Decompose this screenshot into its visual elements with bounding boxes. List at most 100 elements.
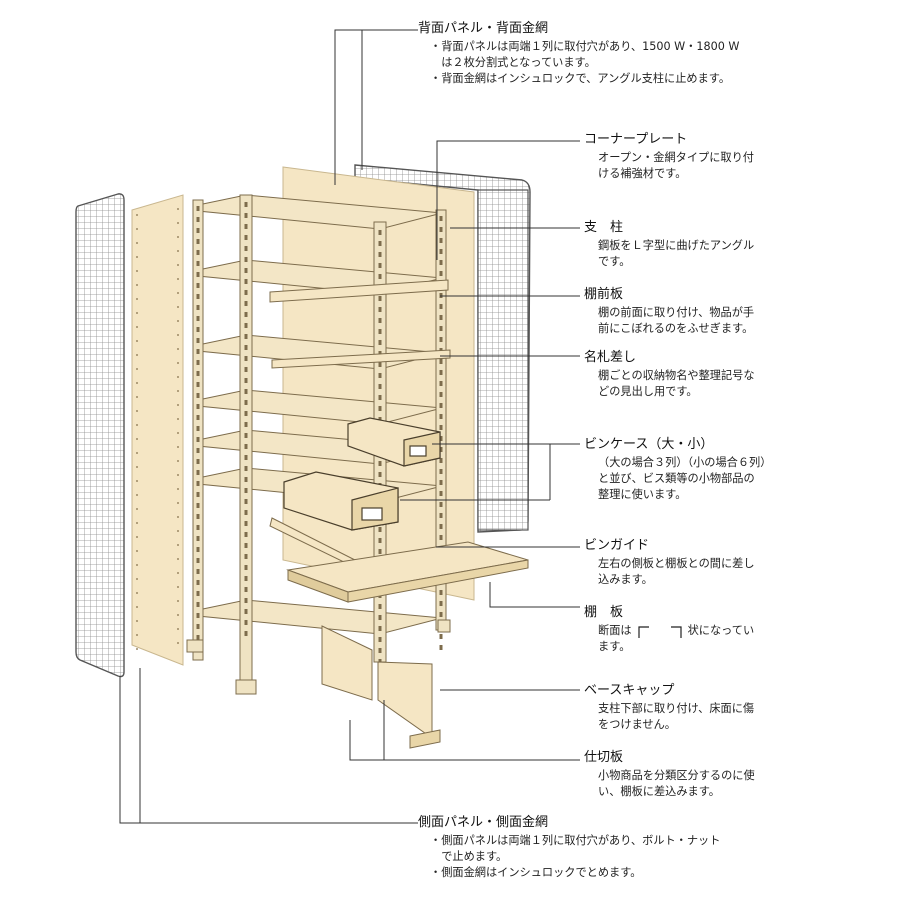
post-hole <box>439 436 443 441</box>
post-hole <box>196 360 200 365</box>
callout-title: 側面パネル・側面金網 <box>418 815 549 830</box>
post-hole <box>196 371 200 376</box>
post-hole <box>378 263 382 268</box>
post-hole <box>378 406 382 411</box>
panel-hole <box>177 614 179 616</box>
post-hole <box>378 527 382 532</box>
post-hole <box>244 268 248 273</box>
panel-hole <box>136 606 138 608</box>
panel-hole <box>177 278 179 280</box>
post-hole <box>244 279 248 284</box>
post-hole <box>244 367 248 372</box>
post-hole <box>196 393 200 398</box>
callout-desc: 支柱下部に取り付け、床面に傷 をつけません。 <box>584 701 754 733</box>
callout-title: 支 柱 <box>584 220 624 235</box>
post-hole <box>439 601 443 606</box>
post-hole <box>439 370 443 375</box>
post-hole <box>378 307 382 312</box>
desc-line: どの見出し用です。 <box>598 385 698 398</box>
panel-hole <box>177 530 179 532</box>
panel-hole <box>177 320 179 322</box>
post-hole <box>244 565 248 570</box>
panel-hole <box>136 382 138 384</box>
post-hole <box>244 499 248 504</box>
post-hole <box>439 447 443 452</box>
panel-hole <box>136 214 138 216</box>
panel-hole <box>136 270 138 272</box>
callout-shelf: 棚 板 断面は状になってい ます。 <box>584 604 754 655</box>
post-hole <box>196 305 200 310</box>
panel-hole <box>177 586 179 588</box>
post-hole <box>244 433 248 438</box>
callout-title: 名札差し <box>584 350 637 365</box>
bin-case-large <box>347 417 441 467</box>
divider-plates <box>321 625 441 749</box>
panel-hole <box>177 348 179 350</box>
post-hole <box>244 411 248 416</box>
post-hole <box>244 620 248 625</box>
post-hole <box>439 359 443 364</box>
post-hole <box>196 261 200 266</box>
panel-hole <box>177 516 179 518</box>
panel-hole <box>177 432 179 434</box>
post-hole <box>196 448 200 453</box>
post-hole <box>378 329 382 334</box>
panel-hole <box>136 564 138 566</box>
post-hole <box>196 250 200 255</box>
panel-hole <box>136 228 138 230</box>
post-hole <box>244 444 248 449</box>
callout-title: 背面パネル・背面金網 <box>418 21 549 36</box>
post-hole <box>439 612 443 617</box>
panel-hole <box>136 340 138 342</box>
desc-line: 整理に使います。 <box>598 488 687 501</box>
callout-title: 棚 板 <box>584 605 624 620</box>
post-hole <box>439 480 443 485</box>
post-hole <box>196 503 200 508</box>
post-hole <box>196 558 200 563</box>
post-hole <box>378 230 382 235</box>
post-hole <box>196 316 200 321</box>
panel-hole <box>136 368 138 370</box>
side-panel <box>131 194 184 666</box>
desc-line: ける補強材です。 <box>598 167 687 180</box>
callout-corner-plate: コーナープレート オープン・金網タイプに取り付 ける補強材です。 <box>584 131 754 182</box>
panel-hole <box>177 572 179 574</box>
post-hole <box>244 312 248 317</box>
side-wire-mesh <box>75 193 125 678</box>
post-hole <box>244 455 248 460</box>
bin-case-small <box>283 471 399 531</box>
post-hole <box>378 274 382 279</box>
post-hole <box>378 395 382 400</box>
post-hole <box>378 340 382 345</box>
panel-hole <box>177 222 179 224</box>
post-hole <box>244 301 248 306</box>
callout-back-panel: 背面パネル・背面金網 ・背面パネルは両端１列に取付穴があり、1500 W・180… <box>418 20 739 87</box>
panel-hole <box>136 312 138 314</box>
post-hole <box>439 502 443 507</box>
callout-side-panel: 側面パネル・側面金網 ・側面パネルは両端１列に取付穴があり、ボルト・ナット で止… <box>418 814 720 881</box>
callout-desc: 小物商品を分類区分するのに使 い、棚板に差込みます。 <box>584 768 755 800</box>
post-hole <box>378 318 382 323</box>
bullet-line: は２枚分割式となっています。 <box>430 56 596 69</box>
panel-hole <box>136 284 138 286</box>
post-hole <box>196 272 200 277</box>
post-hole <box>378 637 382 642</box>
panel-hole <box>136 592 138 594</box>
leader-line <box>334 29 418 185</box>
desc-line: 棚の前面に取り付け、物品が手 <box>598 306 755 319</box>
post-hole <box>378 472 382 477</box>
post-hole <box>439 491 443 496</box>
post-hole <box>378 615 382 620</box>
post-hole <box>378 648 382 653</box>
post-hole <box>244 246 248 251</box>
post-hole <box>439 513 443 518</box>
desc-line: 断面は状になってい <box>598 623 754 639</box>
post-hole <box>196 624 200 629</box>
desc-line: い、棚板に差込みます。 <box>598 785 720 798</box>
callout-label-holder: 名札差し 棚ごとの収納物名や整理記号な どの見出し用です。 <box>584 349 755 400</box>
post-hole <box>244 235 248 240</box>
post-hole <box>244 400 248 405</box>
post-hole <box>196 525 200 530</box>
bullet-line: ・側面パネルは両端１列に取付穴があり、ボルト・ナット <box>430 834 721 847</box>
post-hole <box>244 389 248 394</box>
